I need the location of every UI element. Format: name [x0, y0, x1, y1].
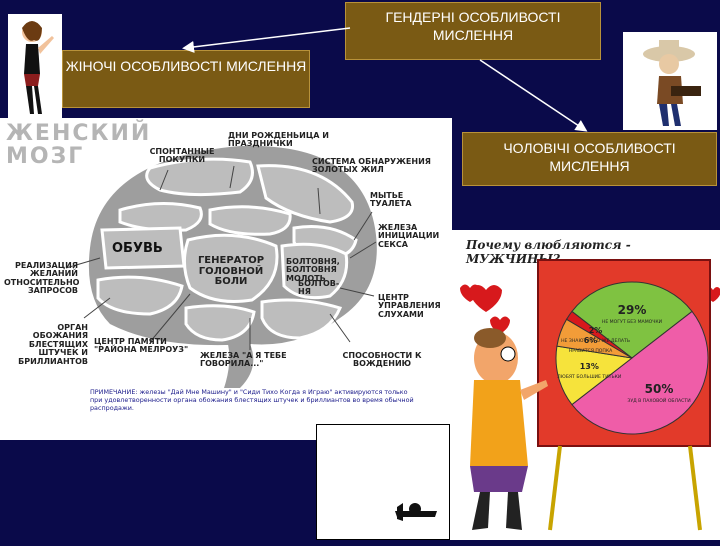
bottom-image-box: [316, 424, 450, 540]
brain-heading: ЖЕНСКИЙ МОЗГ: [6, 122, 151, 168]
label-hearing: ЦЕНТР УПРАВЛЕНИЯ СЛУХАМИ: [378, 293, 441, 319]
arrow-to-male: [479, 59, 588, 132]
woman-figure-icon: [22, 21, 54, 114]
brain-drawing: ОБУВЬ: [65, 145, 377, 388]
pie-chart: 29% НЕ МОГУТ БЕЗ МАМОЧКИ 50%ЗУД В ПАХОВОЙ …: [555, 281, 709, 435]
male-chart-panel: Почему влюбляются - МУЖЧИНЫ?.. 29%НЕ МОГ…: [450, 230, 720, 540]
label-birthdays: ДНИ РОЖДЕНЬИЦА И ПРАЗДНИЧКИ: [228, 131, 329, 149]
label-driving: СПОСОБНОСТИ К ВОЖДЕНИЮ: [342, 351, 422, 369]
cartoon-man: [470, 285, 548, 530]
label-spontaneous: СПОНТАННЫЕ ПОКУПКИ: [149, 147, 215, 165]
label-gold: СИСТЕМА ОБНАРУЖЕНИЯ ЗОЛОТЫХ ЖИЛ: [312, 157, 431, 175]
pie-slice: [565, 310, 633, 359]
man-figure-icon: [643, 40, 701, 126]
female-title: ЖІНОЧІ ОСОБЛИВОСТІ МИСЛЕННЯ: [62, 50, 310, 108]
female-title-text: ЖІНОЧІ ОСОБЛИВОСТІ МИСЛЕННЯ: [65, 58, 307, 74]
pie-category-label: ЛЮБЯТ БОЛЬШИЕ ТИТЬКИ: [557, 374, 621, 380]
pie-category-label: ЗУД В ПАХОВОЙ ОБЛАСТИ: [627, 397, 690, 404]
pie-label: 29%: [618, 303, 647, 317]
pie-label: 2%: [589, 326, 603, 335]
gender-title-text: ГЕНДЕРНІ ОСОБЛИВОСТІ МИСЛЕННЯ: [385, 9, 561, 43]
pie-slice: [571, 281, 693, 359]
pie-label: 13%: [580, 362, 599, 371]
pie-chart-drawing: 29% НЕ МОГУТ БЕЗ МАМОЧКИ 50%ЗУД В ПАХОВОЙ …: [460, 259, 720, 531]
pie-category-label: НЕ ЗНАЮТ ЧЕГО ЖЕ ДЕЛАТЬ: [561, 338, 630, 344]
brain-heading-line1: ЖЕНСКИЙ: [6, 121, 152, 146]
pie-category-label: НРАВИТСЯ ПОПКА: [569, 348, 613, 354]
male-title: ЧОЛОВІЧІ ОСОБЛИВОСТІ МИСЛЕННЯ: [462, 132, 717, 186]
label-shoes: ОБУВЬ: [112, 241, 163, 256]
man-figure-panel: [623, 32, 717, 130]
male-title-text: ЧОЛОВІЧІ ОСОБЛИВОСТІ МИСЛЕННЯ: [503, 140, 676, 174]
woman-figure-panel: [8, 14, 62, 122]
brain-note: ПРИМЕЧАНИЕ: железы "Дай Мне Машину" и "С…: [90, 388, 414, 412]
pie-slice: [555, 345, 634, 406]
label-headache: ГЕНЕРАТОР ГОЛОВНОЙ БОЛИ: [197, 255, 265, 287]
label-talk2: БОЛТОВ-НЯ: [298, 279, 340, 297]
label-toilet: МЫТЬЕ ТУАЛЕТА: [370, 191, 412, 209]
label-memory: ЦЕНТР ПАМЯТИ "РАЙОНА МЕЛРОУЗ": [94, 337, 189, 355]
label-gland: ЖЕЛЕЗА "А Я ТЕБЕ ГОВОРИЛА...": [200, 351, 287, 369]
gender-title: ГЕНДЕРНІ ОСОБЛИВОСТІ МИСЛЕННЯ: [345, 2, 601, 60]
brain-heading-line2: МОЗГ: [6, 144, 85, 170]
label-realization: РЕАЛИЗАЦИЯ ЖЕЛАНИЙ ОТНОСИТЕЛЬНО ЗАПРОСОВ: [4, 261, 80, 296]
pie-label: 6%: [584, 336, 598, 345]
label-organ: ОРГАН ОБОЖАНИЯ БЛЕСТЯЩИХ ШТУЧЕК И БРИЛЛИ…: [18, 323, 88, 366]
label-talk: БОЛТОВНЯ, БОЛТОВНЯ МОЛОТЬ: [286, 257, 340, 283]
pie-slice: [571, 310, 709, 435]
arrow-to-female: [182, 27, 351, 53]
pie-category-label: НЕ МОГУТ БЕЗ МАМОЧКИ: [602, 319, 662, 325]
label-sex: ЖЕЛЕЗА ИНИЦИАЦИИ СЕКСА: [378, 223, 440, 249]
pen-icon: [395, 503, 437, 521]
female-brain-panel: ЖЕНСКИЙ МОЗГ ОБУВЬ СПОНТАННЫЕ ПОКУПКИ ДН…: [0, 118, 452, 440]
pie-label: 50%: [645, 382, 674, 396]
